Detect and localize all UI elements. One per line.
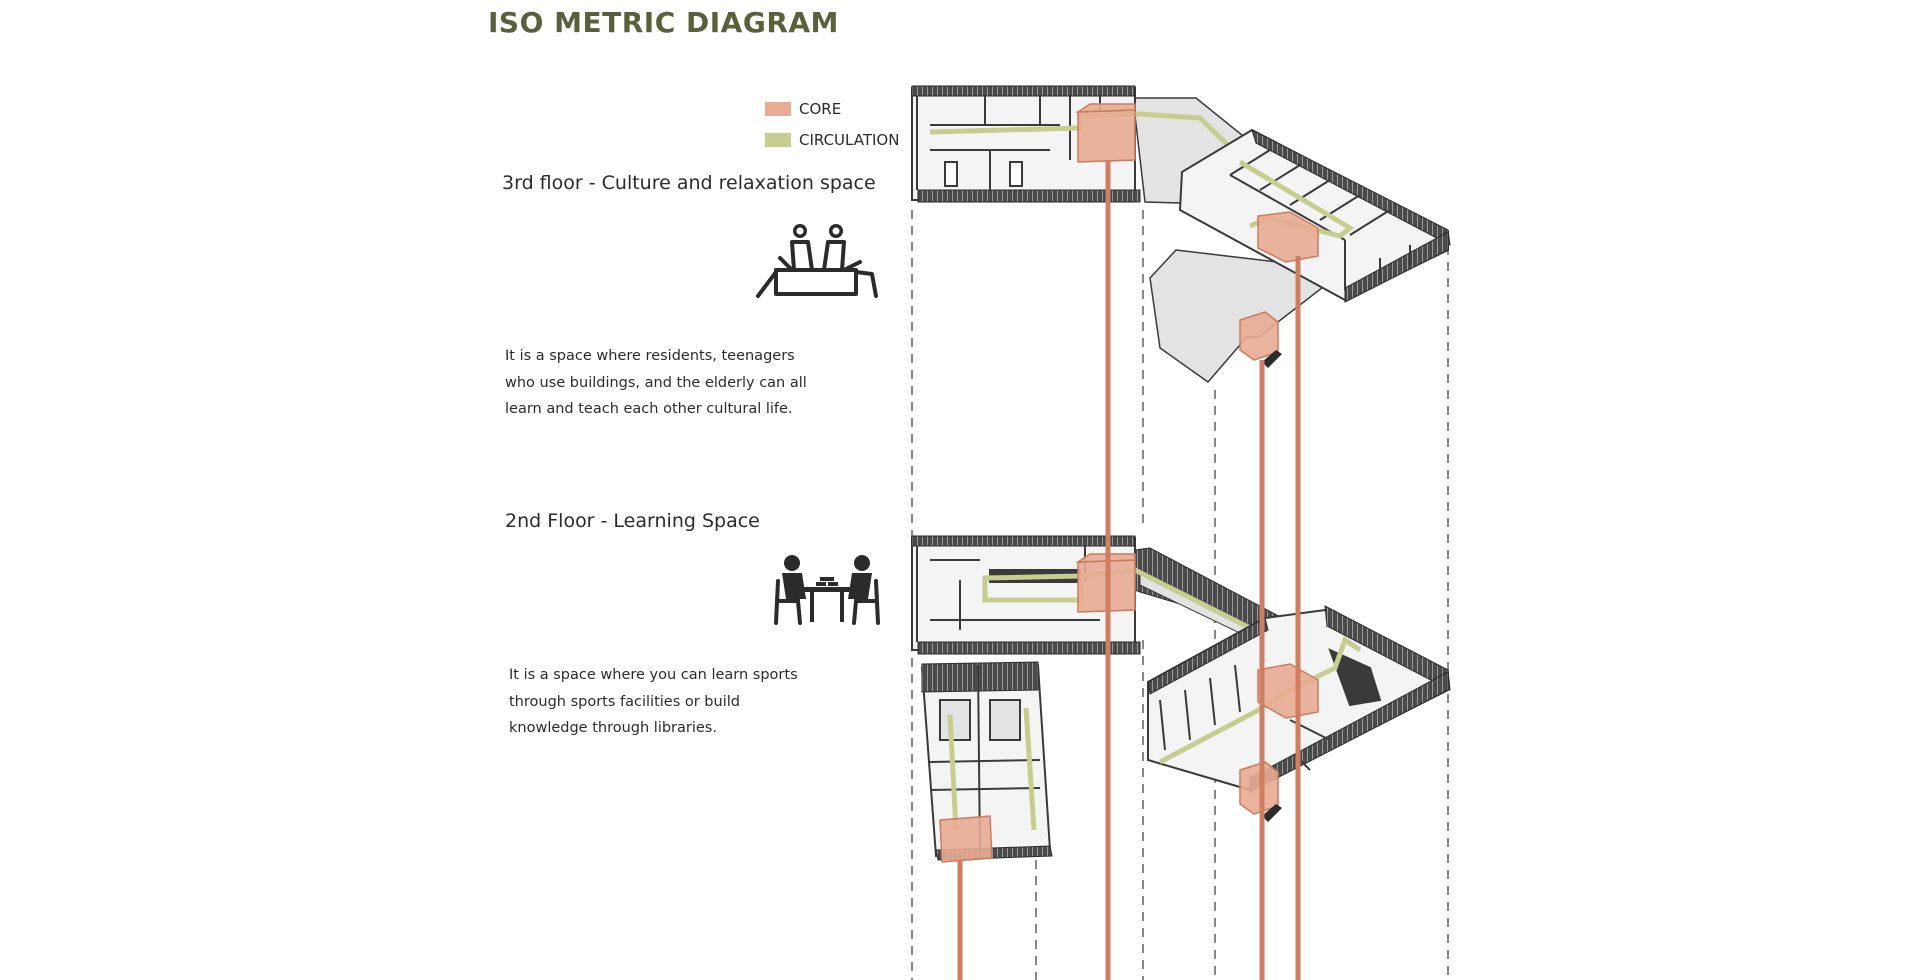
floor-2-left-wing-wall-bottom bbox=[917, 641, 1141, 655]
page-title: ISO METRIC DIAGRAM bbox=[488, 6, 839, 39]
floor-2-desc-line-3: knowledge through libraries. bbox=[509, 720, 717, 736]
legend-item-core: CORE bbox=[765, 100, 841, 118]
floor-2-description: It is a space where you can learn sports… bbox=[509, 662, 809, 742]
floor-2-title: 2nd Floor - Learning Space bbox=[505, 510, 760, 532]
floor-3-desc-line-1: It is a space where residents, teenagers bbox=[505, 348, 795, 364]
core-block bbox=[939, 815, 993, 863]
legend-label-core: CORE bbox=[799, 100, 842, 118]
floor-3-desc-line-2: who use buildings, and the elderly can a… bbox=[505, 374, 807, 391]
legend-swatch-core bbox=[765, 102, 791, 116]
stair-marks bbox=[1262, 350, 1282, 822]
legend-item-circulation: CIRCULATION bbox=[765, 131, 899, 149]
floor-3-description: It is a space where residents, teenagers… bbox=[505, 343, 807, 423]
floor-2-desc-line-2: through sports facilities or build bbox=[509, 693, 740, 710]
floor-3-plan bbox=[911, 85, 1451, 384]
floor-2-circulation-lower bbox=[947, 707, 1037, 831]
floor-2-right-wing-wall-outer bbox=[1324, 605, 1451, 691]
core-block bbox=[1239, 311, 1279, 361]
floor-3-right-wing-wall-outer bbox=[1251, 129, 1451, 246]
core-block bbox=[1257, 663, 1319, 719]
core-block bbox=[1257, 211, 1319, 263]
floor-2-plan bbox=[911, 535, 1451, 861]
stair-mark bbox=[1262, 804, 1282, 822]
core-block bbox=[1077, 109, 1136, 163]
stair-mark bbox=[1262, 350, 1282, 368]
core-block bbox=[1239, 761, 1279, 815]
legend-swatch-circulation bbox=[765, 133, 791, 147]
floor-2-lower-wing-wall-top bbox=[921, 661, 1039, 693]
floor-3-left-wing-wall-top bbox=[911, 85, 1136, 97]
floor-3-left-wing-wall-bottom bbox=[917, 189, 1141, 203]
floor-2-left-wing-wall-top bbox=[911, 535, 1136, 547]
floor-2-right-wing-wall-left bbox=[1147, 617, 1269, 695]
core-vertical-lines bbox=[957, 160, 1301, 980]
legend-label-circulation: CIRCULATION bbox=[799, 131, 900, 149]
people-relaxing-icon bbox=[752, 222, 882, 308]
floor-3-desc-line-3: learn and teach each other cultural life… bbox=[505, 401, 793, 417]
floor-2-desc-line-1: It is a space where you can learn sports bbox=[509, 667, 798, 683]
people-studying-icon bbox=[772, 553, 882, 631]
core-block bbox=[1075, 103, 1136, 113]
floor-3-title: 3rd floor - Culture and relaxation space bbox=[502, 172, 876, 194]
